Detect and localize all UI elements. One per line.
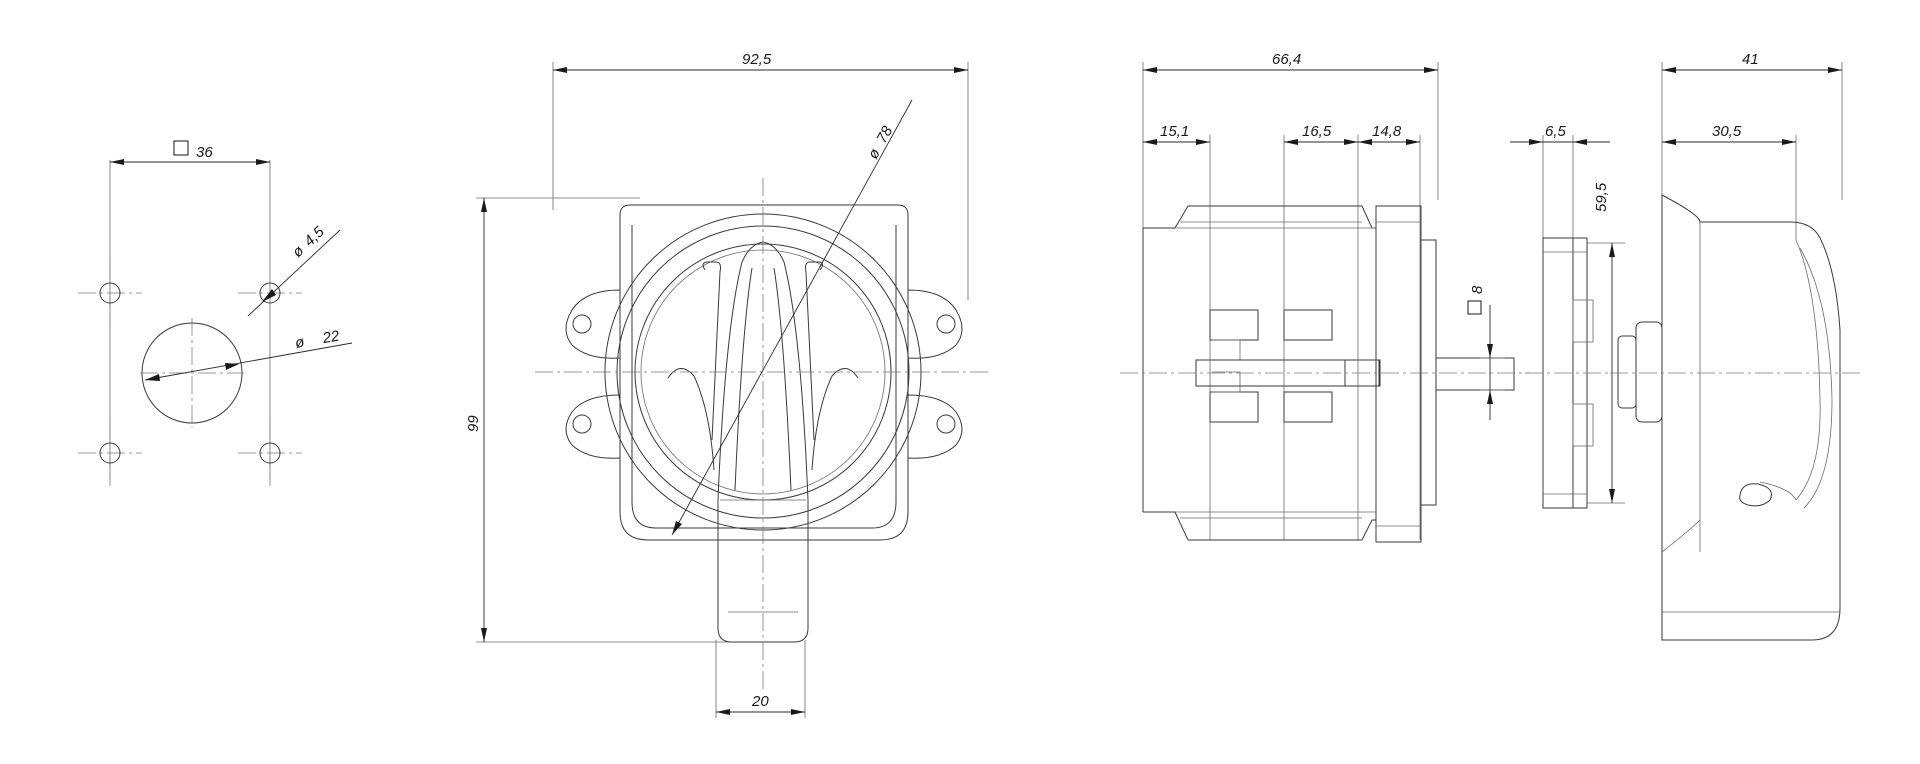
cover-outline — [1661, 194, 1841, 641]
side-total-label: 66,4 — [1272, 51, 1301, 68]
cutout-square-label: 36 — [196, 144, 213, 161]
handle-width-label: 20 — [751, 693, 769, 710]
flange-view: 6,5 59,5 — [1510, 123, 1625, 509]
side-segment-1-label: 15,1 — [1160, 123, 1189, 140]
diameter-symbol: ø — [865, 146, 884, 162]
cover-inner-label: 30,5 — [1712, 123, 1742, 140]
bezel-diameter-label: 78 — [873, 123, 896, 146]
front-height-label: 99 — [465, 415, 482, 432]
front-view: 92,5 99 ø 78 20 — [465, 51, 990, 718]
mount-hole-top-left — [99, 282, 121, 304]
flange-thickness-label: 6,5 — [1545, 123, 1567, 140]
diameter-symbol: ø — [294, 334, 306, 352]
side-segment-2-label: 16,5 — [1302, 123, 1332, 140]
front-width-label: 92,5 — [742, 51, 772, 68]
side-segment-3-label: 14,8 — [1372, 123, 1402, 140]
hole-large-label: 22 — [320, 327, 341, 347]
hole-small-label: 4,5 — [301, 223, 328, 250]
shaft-square-label: 8 — [1469, 285, 1486, 294]
mount-hole-top-right — [259, 282, 281, 304]
diameter-symbol: ø — [289, 242, 307, 261]
cover-view: 41 30,5 — [1610, 51, 1860, 641]
mount-hole-bottom-left — [99, 442, 121, 464]
panel-cutout-view: 36 ø 4,5 ø 22 — [78, 140, 353, 486]
side-view: 8 66,4 15,1 16,5 14,8 — [1120, 51, 1530, 543]
mount-hole-bottom-right — [259, 442, 281, 464]
cover-depth-label: 41 — [1742, 51, 1759, 68]
flange-height-label: 59,5 — [1593, 182, 1610, 212]
